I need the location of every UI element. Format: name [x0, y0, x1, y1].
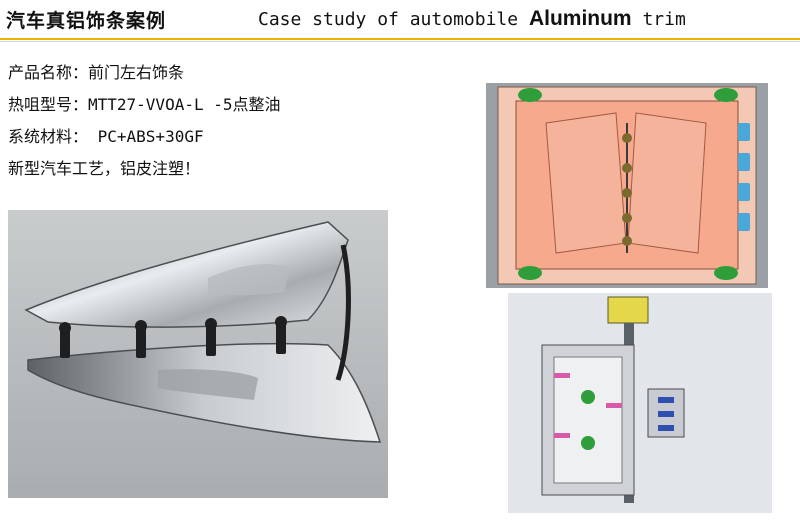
hot-runner-assembly-icon [508, 293, 772, 513]
mold-cavity-render-icon [486, 83, 768, 288]
header: 汽车真铝饰条案例 Case study of automobile Alumin… [0, 0, 800, 38]
title-chinese: 汽车真铝饰条案例 [6, 10, 167, 32]
info-process: 新型汽车工艺，铝皮注塑！ [8, 159, 201, 178]
aluminum-trim-photo-icon [8, 210, 388, 498]
hot-runner-assembly-render [508, 293, 772, 513]
title-english: Case study of automobile Aluminum trim [258, 7, 686, 31]
title-en-prefix: Case study of automobile [258, 9, 529, 30]
header-rule-shadow [0, 41, 800, 42]
title-en-highlight: Aluminum [528, 7, 632, 30]
header-rule [0, 38, 800, 40]
info-nozzle-model: 热咀型号：MTT27-VVOA-L -5点整油 [8, 95, 281, 114]
title-en-suffix: trim [631, 9, 686, 30]
mold-cavity-render [486, 83, 768, 288]
product-info: 产品名称：前门左右饰条 热咀型号：MTT27-VVOA-L -5点整油 系统材料… [8, 60, 281, 188]
aluminum-trim-photo [8, 210, 388, 498]
info-material: 系统材料： PC+ABS+30GF [8, 127, 204, 146]
info-product-name: 产品名称：前门左右饰条 [8, 63, 185, 82]
